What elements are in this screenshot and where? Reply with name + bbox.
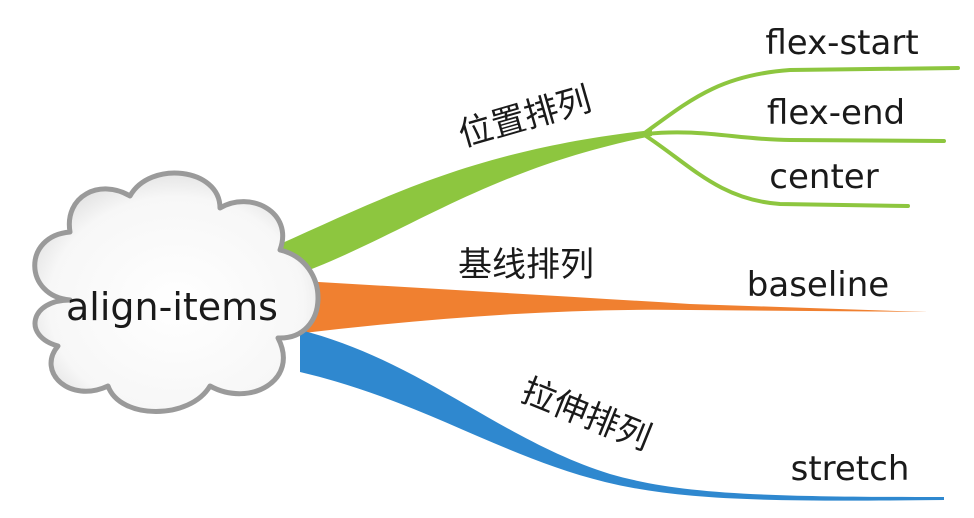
leaf-label-flex-start: flex-start (765, 23, 918, 63)
sub-branch-flex-start (644, 66, 960, 134)
leaf-label-stretch: stretch (791, 449, 910, 489)
leaf-label-flex-end: flex-end (767, 93, 905, 133)
sub-branch-flex-end (644, 130, 946, 143)
sub-branch-center (644, 134, 910, 208)
branch-label-baseline: 基线排列 (458, 245, 594, 285)
branch-connector-position (262, 130, 652, 280)
root-label: align-items (66, 285, 278, 329)
leaf-label-baseline: baseline (747, 265, 889, 305)
cloud-icon: align-items (32, 170, 321, 414)
branch-connector-baseline (285, 280, 928, 334)
leaf-label-center: center (769, 157, 878, 197)
